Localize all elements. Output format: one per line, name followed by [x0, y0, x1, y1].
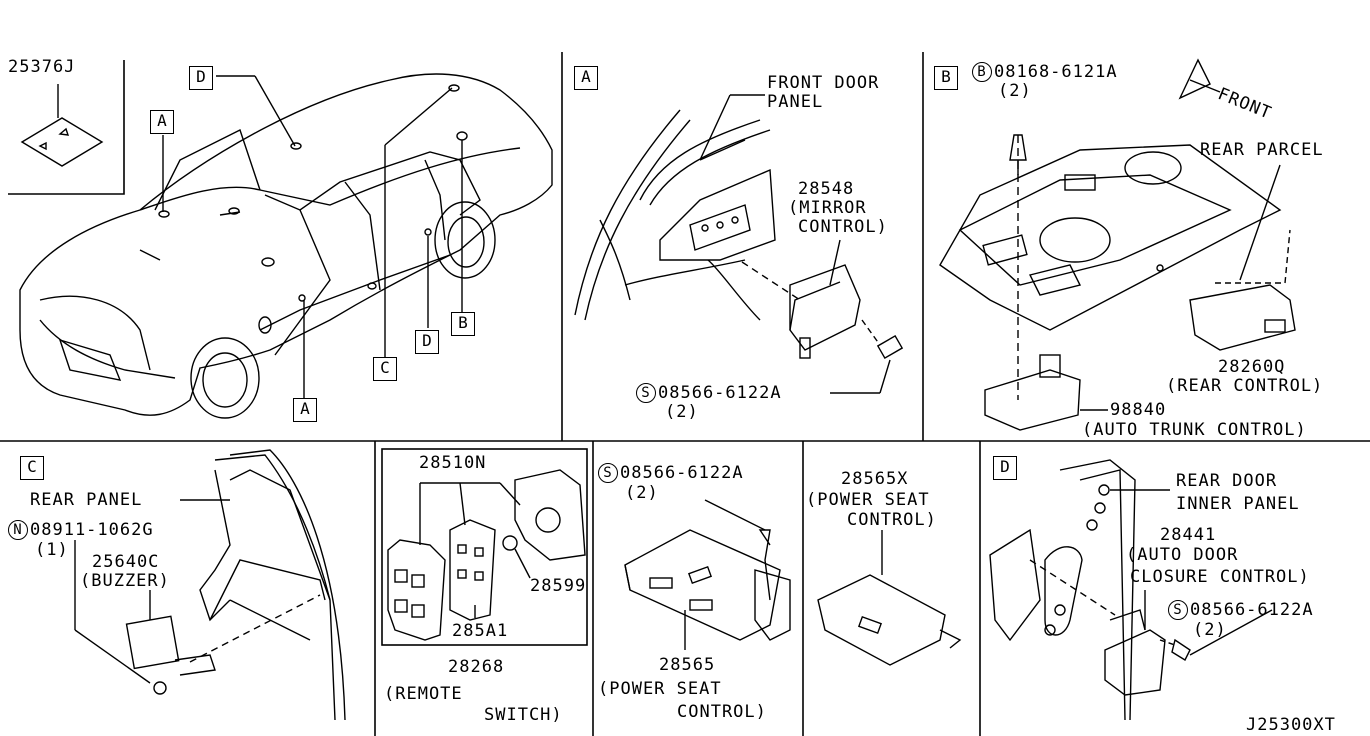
part-number-25376J: 25376J — [8, 57, 76, 77]
part-number-285A1: 285A1 — [452, 621, 509, 641]
remote-drawing — [387, 469, 586, 641]
bolt-symbol: B — [972, 62, 992, 82]
power-seat-x-label-2: CONTROL) — [847, 510, 937, 530]
screw-symbol: S — [1168, 600, 1188, 620]
power-seat-drawing — [624, 499, 962, 666]
rear-control-label: (REAR CONTROL) — [1166, 376, 1324, 396]
part-number-28510N: 28510N — [419, 453, 487, 473]
screw-quantity-ps: (2) — [625, 483, 659, 503]
bolt-number: 08168-6121A — [994, 62, 1118, 82]
section-b-tag: B — [934, 66, 958, 90]
section-a-drawing — [574, 94, 904, 394]
section-b-drawing — [939, 58, 1296, 431]
part-number-25640C: 25640C — [92, 552, 160, 572]
mirror-control-label-1: (MIRROR — [788, 198, 867, 218]
rear-parcel-label: REAR PARCEL — [1200, 140, 1324, 160]
screw-symbol: S — [636, 383, 656, 403]
callout-d-mid: D — [415, 330, 439, 354]
power-seat-label-2: CONTROL) — [677, 702, 767, 722]
screw-number: 08566-6122A — [658, 383, 782, 403]
power-seat-x-label-1: (POWER SEAT — [806, 490, 930, 510]
section-d-tag: D — [993, 456, 1017, 480]
rear-panel-label: REAR PANEL — [30, 490, 143, 510]
part-number-28441: 28441 — [1160, 525, 1217, 545]
panel-dividers — [0, 52, 1370, 736]
part-number-28565: 28565 — [659, 655, 716, 675]
callout-c-mid: C — [373, 357, 397, 381]
part-number-28268: 28268 — [448, 657, 505, 677]
auto-door-label-1: (AUTO DOOR — [1126, 545, 1239, 565]
section-c-tag: C — [20, 456, 44, 480]
label-tag-illustration — [20, 84, 104, 167]
bolt-quantity-b: (2) — [998, 81, 1032, 101]
auto-door-label-2: CLOSURE CONTROL) — [1130, 567, 1310, 587]
diagram-code: J25300XT — [1246, 715, 1336, 735]
front-door-panel-label-1: FRONT DOOR — [767, 73, 880, 93]
car-illustration — [19, 73, 553, 419]
auto-trunk-control-label: (AUTO TRUNK CONTROL) — [1082, 420, 1307, 440]
buzzer-label: (BUZZER) — [80, 571, 170, 591]
callout-d-top: D — [189, 66, 213, 90]
section-c-drawing — [74, 449, 346, 721]
screw-number: 08566-6122A — [1190, 600, 1314, 620]
nut-symbol: N — [8, 520, 28, 540]
remote-switch-label-1: (REMOTE — [384, 684, 463, 704]
remote-switch-label-2: SWITCH) — [484, 705, 563, 725]
mirror-control-label-2: CONTROL) — [798, 217, 888, 237]
rear-door-panel-label-1: REAR DOOR — [1176, 471, 1278, 491]
screw-quantity-a: (2) — [665, 402, 699, 422]
part-number-28565X: 28565X — [841, 469, 909, 489]
part-number-98840: 98840 — [1110, 400, 1167, 420]
section-d-drawing — [989, 459, 1273, 721]
part-number-28260Q: 28260Q — [1218, 357, 1286, 377]
screw-symbol: S — [598, 463, 618, 483]
callout-a-bottom: A — [293, 398, 317, 422]
nut-quantity-c: (1) — [35, 540, 69, 560]
callout-b-mid: B — [451, 312, 475, 336]
callout-a-top: A — [150, 110, 174, 134]
part-number-28599: 28599 — [530, 576, 587, 596]
rear-door-panel-label-2: INNER PANEL — [1176, 494, 1300, 514]
screw-quantity-d: (2) — [1193, 620, 1227, 640]
part-number-28548: 28548 — [798, 179, 855, 199]
callout-leaders — [162, 75, 463, 398]
nut-number: 08911-1062G — [30, 520, 154, 540]
power-seat-label-1: (POWER SEAT — [598, 679, 722, 699]
front-door-panel-label-2: PANEL — [767, 92, 824, 112]
section-a-tag: A — [574, 66, 598, 90]
screw-number: 08566-6122A — [620, 463, 744, 483]
